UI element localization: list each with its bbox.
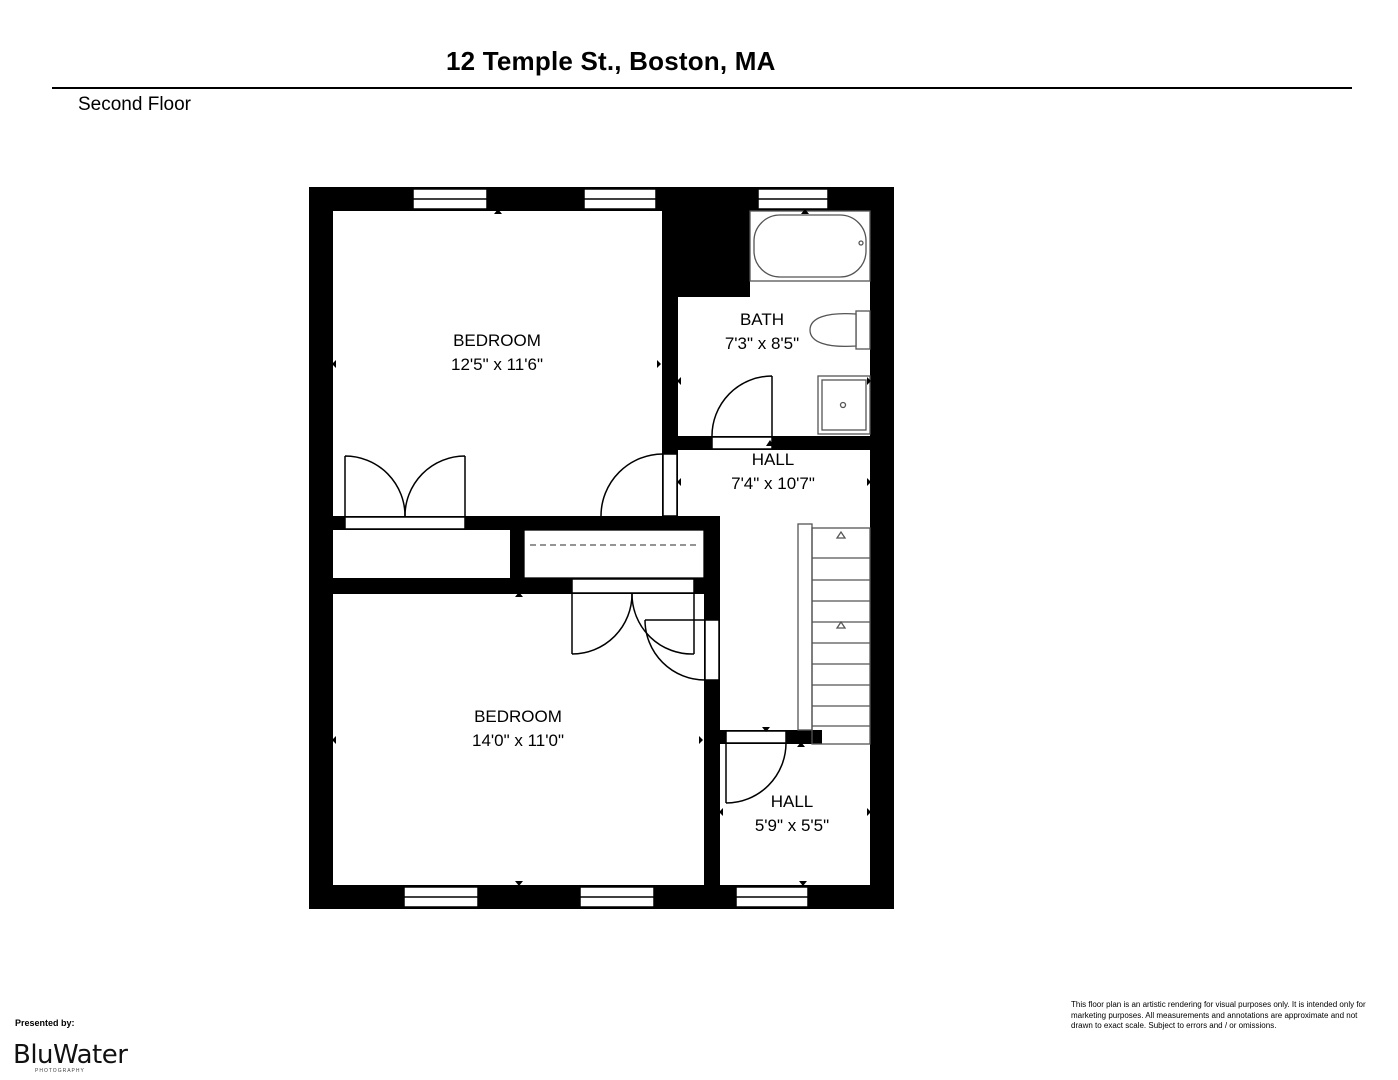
presented-by-label: Presented by:: [15, 1018, 75, 1028]
room-labels: BEDROOM 12'5" x 11'6" BATH 7'3" x 8'5" H…: [451, 310, 829, 835]
windows: [403, 188, 829, 908]
company-logo: BluWater PHOTOGRAPHY: [13, 1040, 133, 1076]
doors: [344, 375, 787, 804]
bath-fixtures: [749, 210, 871, 435]
bath-name: BATH: [740, 310, 784, 329]
hall-2-name: HALL: [771, 792, 814, 811]
bedroom-1-dims: 12'5" x 11'6": [451, 355, 543, 374]
floor-label: Second Floor: [78, 94, 192, 115]
plan-title: 12 Temple St., Boston, MA: [446, 46, 776, 76]
dimension-ticks: [332, 209, 871, 886]
title-rule: [52, 87, 1352, 89]
hall-2-dims: 5'9" x 5'5": [755, 816, 829, 835]
bedroom-1-name: BEDROOM: [453, 331, 541, 350]
bedroom-2-dims: 14'0" x 11'0": [472, 731, 564, 750]
bath-dims: 7'3" x 8'5": [725, 334, 799, 353]
hall-1-name: HALL: [752, 450, 795, 469]
disclaimer: This floor plan is an artistic rendering…: [1071, 1000, 1366, 1030]
logo-text: BluWater: [13, 1040, 128, 1070]
staircase: [523, 523, 871, 745]
logo-subtext: PHOTOGRAPHY: [35, 1068, 85, 1074]
hall-1-dims: 7'4" x 10'7": [731, 474, 815, 493]
bedroom-2-name: BEDROOM: [474, 707, 562, 726]
